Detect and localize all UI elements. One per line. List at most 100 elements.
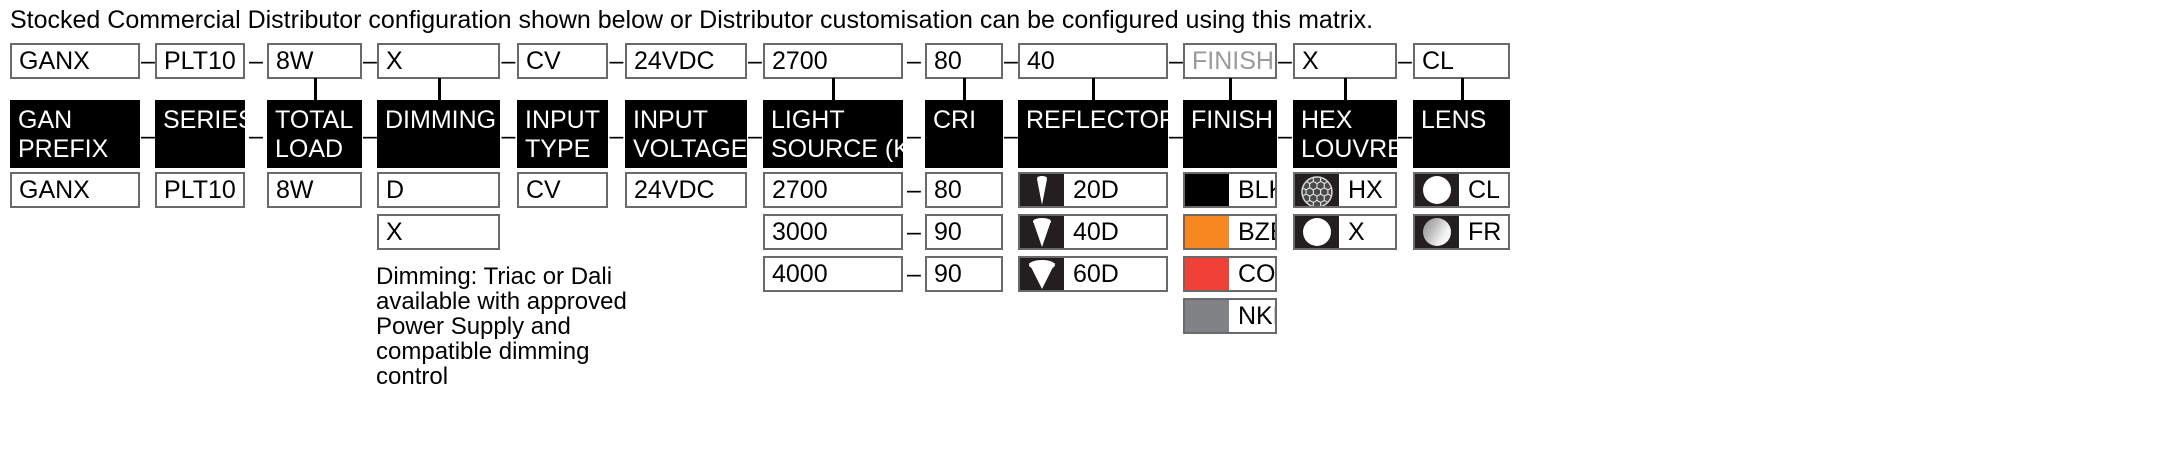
option-label: 60D bbox=[1073, 259, 1119, 288]
separator-dash: – bbox=[501, 47, 516, 75]
tick-dimming bbox=[437, 78, 441, 100]
tick-finish bbox=[1229, 78, 1232, 100]
color-swatch-icon bbox=[1185, 258, 1229, 290]
option-label: 2700 bbox=[772, 175, 828, 204]
option-input_type-cv[interactable]: CV bbox=[517, 172, 608, 208]
header-line1: DIMMING bbox=[385, 106, 497, 134]
option-label: NKL bbox=[1238, 301, 1275, 330]
separator-dash: – bbox=[1278, 47, 1292, 75]
header-separator-dash: – bbox=[1398, 122, 1412, 150]
color-swatch-icon bbox=[1185, 216, 1229, 248]
header-line1: SERIES bbox=[163, 106, 245, 134]
option-hex_louvre-hx[interactable]: HX bbox=[1293, 172, 1397, 208]
header-line1: FINISH bbox=[1191, 106, 1273, 134]
tick-cri bbox=[963, 78, 966, 100]
option-lens-fr[interactable]: FR bbox=[1413, 214, 1510, 250]
reflector-cone-wide-icon-icon bbox=[1020, 258, 1064, 290]
option-label: BLK bbox=[1238, 175, 1275, 204]
option-label: 90 bbox=[934, 217, 962, 246]
option-series-plt10[interactable]: PLT10 bbox=[155, 172, 245, 208]
color-swatch-icon bbox=[1185, 174, 1229, 206]
option-label: 8W bbox=[276, 175, 314, 204]
frosted-lens-icon bbox=[1415, 216, 1459, 248]
selected-value-lens[interactable]: CL bbox=[1413, 43, 1510, 79]
separator-dash: – bbox=[907, 47, 921, 75]
header-reflector: REFLECTOR bbox=[1018, 100, 1168, 168]
selected-value-input_voltage[interactable]: 24VDC bbox=[625, 43, 747, 79]
option-cri-80[interactable]: 80 bbox=[925, 172, 1003, 208]
option-reflector-40d[interactable]: 40D bbox=[1018, 214, 1168, 250]
option-lens-cl[interactable]: CL bbox=[1413, 172, 1510, 208]
header-dimming: DIMMING bbox=[377, 100, 500, 168]
option-finish-cop[interactable]: COP bbox=[1183, 256, 1277, 292]
option-dimming-d[interactable]: D bbox=[377, 172, 500, 208]
option-cri-90[interactable]: 90 bbox=[925, 214, 1003, 250]
separator-dash: – bbox=[141, 47, 155, 75]
option-label: 3000 bbox=[772, 217, 828, 246]
clear-lens-icon bbox=[1415, 174, 1459, 206]
header-line1: REFLECTOR bbox=[1026, 106, 1168, 134]
option-label: FR bbox=[1468, 217, 1502, 246]
tick-total_load bbox=[313, 78, 317, 100]
option-gan_prefix-ganx[interactable]: GANX bbox=[10, 172, 140, 208]
option-label: 80 bbox=[934, 175, 962, 204]
option-finish-bze[interactable]: BZE bbox=[1183, 214, 1277, 250]
option-finish-nkl[interactable]: NKL bbox=[1183, 298, 1277, 334]
option-total_load-8w[interactable]: 8W bbox=[267, 172, 362, 208]
option-cri-90[interactable]: 90 bbox=[925, 256, 1003, 292]
option-finish-blk[interactable]: BLK bbox=[1183, 172, 1277, 208]
option-input_voltage-24vdc[interactable]: 24VDC bbox=[625, 172, 747, 208]
selected-value-series[interactable]: PLT10 bbox=[155, 43, 245, 79]
selected-value-gan_prefix[interactable]: GANX bbox=[10, 43, 140, 79]
option-light_source-2700[interactable]: 2700 bbox=[763, 172, 903, 208]
option-light_source-3000[interactable]: 3000 bbox=[763, 214, 903, 250]
option-dimming-x[interactable]: X bbox=[377, 214, 500, 250]
option-label: 4000 bbox=[772, 259, 828, 288]
header-line2: LOUVRE bbox=[1301, 135, 1397, 163]
reflector-cone-medium-icon-icon bbox=[1020, 216, 1064, 248]
separator-dash: – bbox=[1398, 47, 1412, 75]
header-separator-dash: – bbox=[1169, 122, 1183, 150]
selected-value-hex_louvre[interactable]: X bbox=[1293, 43, 1397, 79]
header-cri: CRI bbox=[925, 100, 1003, 168]
header-finish: FINISH bbox=[1183, 100, 1277, 168]
header-separator-dash: – bbox=[1004, 122, 1018, 150]
option-label: 40D bbox=[1073, 217, 1119, 246]
header-lens: LENS bbox=[1413, 100, 1510, 168]
header-separator-dash: – bbox=[141, 122, 155, 150]
option-label: GANX bbox=[19, 175, 90, 204]
option-separator-dash: – bbox=[907, 218, 921, 246]
option-reflector-20d[interactable]: 20D bbox=[1018, 172, 1168, 208]
option-label: 24VDC bbox=[634, 175, 715, 204]
option-label: 20D bbox=[1073, 175, 1119, 204]
header-line1: HEX bbox=[1301, 106, 1353, 134]
header-line2: VOLTAGE bbox=[633, 135, 747, 163]
selected-value-reflector[interactable]: 40 bbox=[1018, 43, 1168, 79]
header-separator-dash: – bbox=[609, 122, 624, 150]
selected-value-input_type[interactable]: CV bbox=[517, 43, 608, 79]
header-line2: TYPE bbox=[525, 135, 591, 163]
selected-value-cri[interactable]: 80 bbox=[925, 43, 1003, 79]
option-label: D bbox=[386, 175, 405, 204]
separator-dash: – bbox=[748, 47, 762, 75]
option-label: CV bbox=[526, 175, 561, 204]
header-line2: PREFIX bbox=[18, 135, 109, 163]
selected-value-light_source[interactable]: 2700 bbox=[763, 43, 903, 79]
tick-reflector bbox=[1092, 78, 1095, 100]
option-hex_louvre-x[interactable]: X bbox=[1293, 214, 1397, 250]
note-dimming: Dimming: Triac or Dali available with ap… bbox=[376, 263, 627, 390]
option-reflector-60d[interactable]: 60D bbox=[1018, 256, 1168, 292]
reflector-cone-narrow-icon-icon bbox=[1020, 174, 1064, 206]
header-separator-dash: – bbox=[748, 122, 762, 150]
header-line1: INPUT bbox=[633, 106, 708, 134]
option-light_source-4000[interactable]: 4000 bbox=[763, 256, 903, 292]
selected-value-total_load[interactable]: 8W bbox=[267, 43, 362, 79]
selected-value-dimming[interactable]: X bbox=[377, 43, 500, 79]
option-separator-dash: – bbox=[907, 260, 921, 288]
selected-value-finish[interactable]: FINISH bbox=[1183, 43, 1277, 79]
header-separator-dash: – bbox=[363, 122, 377, 150]
